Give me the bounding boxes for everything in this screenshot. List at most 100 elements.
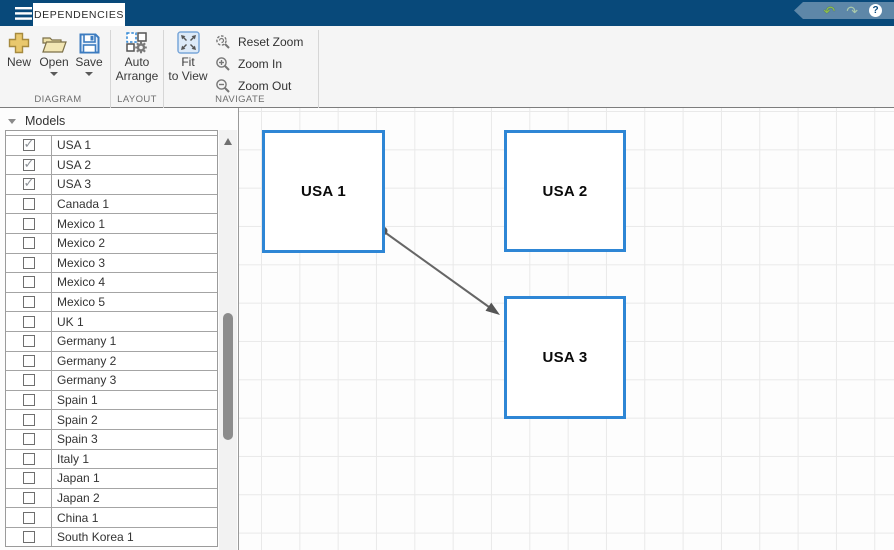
model-name: USA 2 xyxy=(57,157,92,172)
model-checkbox-cell[interactable]: ✓ xyxy=(6,429,52,449)
model-checkbox-cell[interactable]: ✓ xyxy=(6,214,52,233)
models-scrollbar-thumb[interactable] xyxy=(223,313,233,440)
model-checkbox-cell[interactable]: ✓ xyxy=(6,351,52,371)
model-checkbox[interactable]: ✓ xyxy=(22,374,35,387)
model-checkbox-cell[interactable]: ✓ xyxy=(6,331,52,351)
model-list-item[interactable]: ✓ Mexico 4 xyxy=(6,272,217,292)
model-checkbox[interactable]: ✓ xyxy=(22,394,35,407)
model-list-item[interactable]: ✓ Germany 1 xyxy=(6,330,217,351)
open-button[interactable]: Open xyxy=(36,30,72,76)
model-checkbox[interactable]: ✓ xyxy=(22,156,35,171)
undo-icon[interactable]: ↶ xyxy=(823,2,836,19)
model-name: Mexico 4 xyxy=(57,275,106,290)
model-list-item[interactable]: ✓ Mexico 2 xyxy=(6,232,217,253)
model-checkbox[interactable]: ✓ xyxy=(22,175,35,191)
model-checkbox-cell[interactable]: ✓ xyxy=(6,449,52,469)
model-checkbox[interactable]: ✓ xyxy=(22,136,35,152)
model-checkbox[interactable]: ✓ xyxy=(22,491,35,504)
zoom-out-button[interactable]: Zoom Out xyxy=(215,76,291,96)
model-checkbox-cell[interactable]: ✓ xyxy=(6,390,52,410)
model-checkbox-cell[interactable]: ✓ xyxy=(6,175,52,194)
model-checkbox-cell[interactable]: ✓ xyxy=(6,508,52,527)
model-checkbox[interactable]: ✓ xyxy=(22,315,35,328)
model-checkbox[interactable]: ✓ xyxy=(22,217,35,230)
model-list-item[interactable]: ✓ USA 3 xyxy=(6,174,217,194)
save-floppy-icon xyxy=(79,33,99,54)
new-button[interactable]: New xyxy=(2,30,36,68)
auto-arrange-button[interactable]: Auto Arrange xyxy=(112,30,162,82)
model-checkbox-cell[interactable]: ✓ xyxy=(6,253,52,273)
model-list-item[interactable]: ✓ Mexico 3 xyxy=(6,252,217,273)
scrollbar-up-arrow-icon[interactable] xyxy=(224,138,232,145)
model-checkbox[interactable]: ✓ xyxy=(22,413,35,426)
model-list-item[interactable]: ✓ Germany 3 xyxy=(6,370,217,390)
diagram-node[interactable]: USA 1 xyxy=(262,130,385,253)
model-list-item[interactable]: ✓ Mexico 5 xyxy=(6,291,217,312)
help-icon[interactable]: ? xyxy=(869,4,882,17)
model-checkbox-cell[interactable]: ✓ xyxy=(6,155,52,175)
fit-to-view-button[interactable]: Fit to View xyxy=(164,30,212,82)
model-list-item[interactable]: ✓ Spain 2 xyxy=(6,409,217,429)
model-list-item[interactable]: ✓ Canada 1 xyxy=(6,193,217,214)
model-checkbox[interactable]: ✓ xyxy=(22,531,35,544)
models-table: ✓ USA 1 ✓ USA 2 ✓ USA 3 ✓ Canada 1 xyxy=(5,130,218,548)
open-dropdown-caret-icon[interactable] xyxy=(50,72,58,76)
hamburger-menu-button[interactable] xyxy=(9,3,37,23)
diagram-node[interactable]: USA 2 xyxy=(504,130,626,252)
model-checkbox[interactable]: ✓ xyxy=(22,472,35,485)
model-list-item[interactable]: ✓ Japan 1 xyxy=(6,468,217,488)
model-list-item[interactable]: ✓ UK 1 xyxy=(6,311,217,331)
model-checkbox-cell[interactable]: ✓ xyxy=(6,233,52,253)
model-checkbox[interactable]: ✓ xyxy=(22,433,35,446)
model-checkbox-cell[interactable]: ✓ xyxy=(6,488,52,508)
models-panel: Models ✓ USA 1 ✓ USA 2 ✓ USA 3 xyxy=(0,108,238,550)
model-checkbox-cell[interactable]: ✓ xyxy=(6,292,52,312)
model-checkbox-cell[interactable]: ✓ xyxy=(6,371,52,390)
checkmark-icon: ✓ xyxy=(23,136,35,152)
model-name: Japan 1 xyxy=(57,471,100,486)
model-checkbox[interactable]: ✓ xyxy=(22,511,35,524)
model-checkbox-cell[interactable]: ✓ xyxy=(6,410,52,429)
model-list-item[interactable]: ✓ China 1 xyxy=(6,507,217,527)
model-checkbox[interactable]: ✓ xyxy=(22,198,35,211)
model-list-item[interactable]: ✓ Germany 2 xyxy=(6,350,217,371)
model-list-item[interactable]: ✓ USA 1 xyxy=(6,135,217,155)
diagram-canvas[interactable]: USA 1 USA 2 USA 3 xyxy=(238,108,894,550)
model-checkbox[interactable]: ✓ xyxy=(22,276,35,289)
model-checkbox[interactable]: ✓ xyxy=(22,335,35,348)
model-checkbox-cell[interactable]: ✓ xyxy=(6,527,52,547)
model-checkbox-cell[interactable]: ✓ xyxy=(6,273,52,292)
model-name: Mexico 5 xyxy=(57,295,106,310)
model-checkbox-cell[interactable]: ✓ xyxy=(6,469,52,488)
title-bar: DEPENDENCIES ↶ ↷ ? xyxy=(0,0,894,26)
model-list-item[interactable]: ✓ Japan 2 xyxy=(6,487,217,508)
model-checkbox[interactable]: ✓ xyxy=(22,354,35,367)
model-checkbox[interactable]: ✓ xyxy=(22,452,35,465)
reset-zoom-button[interactable]: Reset Zoom xyxy=(215,32,303,52)
diagram-node[interactable]: USA 3 xyxy=(504,296,626,419)
model-checkbox[interactable]: ✓ xyxy=(22,256,35,269)
save-dropdown-caret-icon[interactable] xyxy=(85,72,93,76)
model-list-item[interactable]: ✓ USA 2 xyxy=(6,154,217,175)
collapse-triangle-icon[interactable] xyxy=(8,118,16,124)
model-list-item[interactable]: ✓ Spain 3 xyxy=(6,428,217,449)
model-list-item[interactable]: ✓ Italy 1 xyxy=(6,448,217,469)
model-checkbox[interactable]: ✓ xyxy=(22,237,35,250)
save-button[interactable]: Save xyxy=(72,30,106,76)
model-name: Germany 3 xyxy=(57,373,117,388)
model-list-item[interactable]: ✓ Spain 1 xyxy=(6,389,217,410)
model-list-item[interactable]: ✓ South Korea 1 xyxy=(6,526,217,547)
tab-dependencies[interactable]: DEPENDENCIES xyxy=(33,3,125,26)
auto-arrange-label-line1: Auto xyxy=(124,55,150,69)
model-checkbox-cell[interactable]: ✓ xyxy=(6,312,52,331)
model-list-item[interactable]: ✓ Mexico 1 xyxy=(6,213,217,233)
zoom-in-button[interactable]: Zoom In xyxy=(215,54,282,74)
model-name: Mexico 2 xyxy=(57,236,106,251)
redo-icon[interactable]: ↷ xyxy=(846,2,858,19)
model-name: South Korea 1 xyxy=(57,530,134,545)
model-checkbox[interactable]: ✓ xyxy=(22,296,35,309)
model-checkbox-cell[interactable]: ✓ xyxy=(6,194,52,214)
models-scrollbar-track[interactable] xyxy=(219,130,237,550)
model-checkbox-cell[interactable]: ✓ xyxy=(6,136,52,155)
model-name: Germany 1 xyxy=(57,334,117,349)
